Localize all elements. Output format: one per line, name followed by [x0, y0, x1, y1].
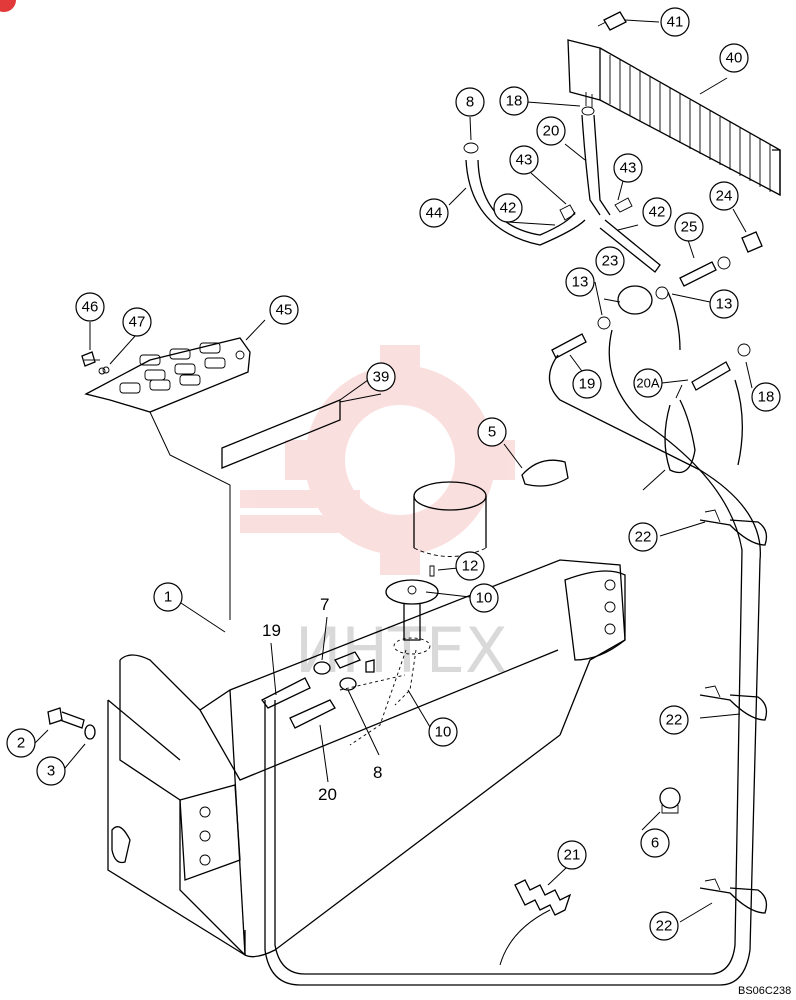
decal-39 — [221, 379, 369, 469]
svg-text:18: 18 — [506, 93, 523, 110]
callout-46: 46 — [75, 292, 105, 322]
svg-text:22: 22 — [656, 918, 673, 935]
svg-text:21: 21 — [564, 847, 581, 864]
callout-42-left: 42 — [493, 193, 523, 223]
callout-39: 39 — [366, 362, 396, 392]
bolt-41 — [597, 11, 627, 31]
callout-10-tube: 10 — [428, 717, 458, 747]
svg-text:43: 43 — [620, 160, 637, 177]
svg-text:1: 1 — [164, 589, 172, 606]
spring-21 — [499, 879, 572, 966]
callout-20a: 20A — [633, 368, 663, 398]
clamp-22-lower — [699, 685, 768, 721]
callout-44: 44 — [419, 198, 449, 228]
svg-text:20A: 20A — [636, 376, 659, 391]
callout-1: 1 — [153, 582, 183, 612]
svg-text:8: 8 — [466, 94, 474, 111]
clamp-22-top — [664, 384, 696, 474]
callout-8-top: 8 — [455, 87, 485, 117]
callout-43-right: 43 — [613, 153, 643, 183]
callout-22-c: 22 — [649, 911, 679, 941]
callout-3: 3 — [36, 756, 66, 786]
callout-40: 40 — [719, 43, 749, 73]
svg-text:42: 42 — [500, 200, 517, 217]
svg-text:6: 6 — [651, 835, 659, 852]
callout-24: 24 — [709, 181, 739, 211]
label-8: 8 — [373, 763, 382, 782]
callout-42-right: 42 — [642, 197, 672, 227]
label-7: 7 — [320, 595, 329, 614]
svg-text:18: 18 — [758, 389, 775, 406]
callout-23: 23 — [595, 246, 625, 276]
fuel-cooler — [567, 39, 781, 197]
svg-text:40: 40 — [726, 50, 743, 67]
clamp-22-mid — [699, 509, 768, 546]
step-plate — [84, 337, 251, 620]
svg-text:39: 39 — [373, 369, 390, 386]
label-19: 19 — [262, 621, 281, 640]
svg-text:46: 46 — [82, 299, 99, 316]
svg-text:22: 22 — [666, 712, 683, 729]
svg-text:2: 2 — [17, 735, 25, 752]
svg-text:23: 23 — [602, 253, 619, 270]
callout-2: 2 — [6, 728, 36, 758]
callout-18-top: 18 — [499, 86, 529, 116]
callout-13-left: 13 — [565, 267, 595, 297]
svg-text:3: 3 — [47, 763, 55, 780]
svg-text:41: 41 — [667, 14, 684, 31]
svg-text:24: 24 — [716, 188, 733, 205]
callout-22-d: 22 — [629, 523, 657, 551]
callout-19: 19 — [572, 369, 602, 399]
svg-text:13: 13 — [716, 296, 733, 313]
filler-neck — [413, 481, 487, 557]
svg-text:5: 5 — [488, 424, 496, 441]
hose-assembly — [463, 106, 661, 273]
sender-unit — [339, 579, 439, 746]
svg-text:25: 25 — [681, 219, 698, 236]
callout-43-left: 43 — [509, 145, 539, 175]
drawing-code: BS06C238 — [738, 985, 791, 997]
svg-text:10: 10 — [476, 590, 493, 607]
svg-text:13: 13 — [572, 274, 589, 291]
callout-6: 6 — [640, 828, 670, 858]
clamp-22-bottom — [699, 878, 768, 914]
fittings-right — [551, 231, 763, 391]
watermark-logo — [240, 345, 515, 575]
label-20: 20 — [318, 785, 337, 804]
callout-20-top: 20 — [536, 116, 566, 146]
svg-text:45: 45 — [276, 302, 293, 319]
callout-22-b: 22 — [659, 705, 689, 735]
callout-5: 5 — [477, 417, 507, 447]
svg-text:12: 12 — [462, 558, 479, 575]
callout-12: 12 — [455, 551, 485, 581]
fuel-tank — [107, 559, 626, 958]
callout-13-right: 13 — [709, 289, 739, 319]
svg-text:19: 19 — [579, 376, 596, 393]
callout-45: 45 — [269, 295, 299, 325]
fuel-line — [264, 291, 761, 986]
callout-41: 41 — [660, 7, 690, 37]
svg-text:10: 10 — [435, 724, 452, 741]
svg-text:42: 42 — [649, 204, 666, 221]
corner-badge — [0, 0, 16, 12]
svg-text:44: 44 — [426, 205, 443, 222]
svg-text:20: 20 — [543, 123, 560, 140]
filler-cap — [521, 459, 569, 487]
callout-18-right: 18 — [751, 382, 781, 412]
callout-47: 47 — [122, 307, 152, 337]
svg-text:43: 43 — [516, 152, 533, 169]
callout-10-plate: 10 — [469, 583, 499, 613]
plug-6 — [659, 787, 681, 814]
callout-25: 25 — [674, 212, 704, 242]
svg-text:22: 22 — [635, 529, 652, 546]
bolt-2 — [47, 707, 96, 740]
bolt-46 — [81, 351, 110, 374]
callout-21: 21 — [557, 840, 587, 870]
callout-22-a: 22 — [628, 522, 658, 552]
svg-text:47: 47 — [129, 314, 146, 331]
